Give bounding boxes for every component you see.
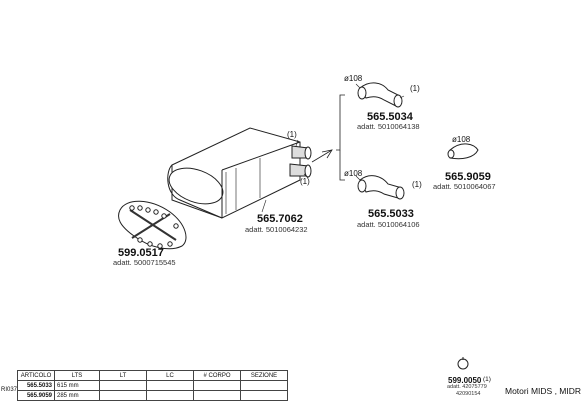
header-sezione: SEZIONE <box>240 370 288 381</box>
header-lts: LTS <box>54 370 100 381</box>
small-pipe-diameter: ø108 <box>452 135 471 144</box>
clamp-code[interactable]: 599.0517 <box>118 247 164 259</box>
clamp-adatt: adatt. 5000715545 <box>113 258 176 267</box>
main-note-top: (1) <box>287 130 297 139</box>
table-header-row: ARTICOLO LTS LT LC # CORPO SEZIONE <box>17 370 288 381</box>
small-pipe-drawing <box>447 143 479 160</box>
header-corpo: # CORPO <box>193 370 241 381</box>
clamp-drawing <box>118 200 187 250</box>
row-articolo: 565.9059 <box>17 390 55 401</box>
row-lts: 285 mm <box>54 390 100 401</box>
ring-adatt-2: 42090154 <box>456 391 481 397</box>
top-pipe-note: (1) <box>410 84 420 93</box>
header-articolo: ARTICOLO <box>17 370 55 381</box>
row-sezione <box>240 390 288 401</box>
motori-label: Motori MIDS , MIDR <box>505 386 582 396</box>
row-lt <box>99 390 147 401</box>
connection-arrow <box>311 94 345 181</box>
header-lc: LC <box>146 370 194 381</box>
table-row[interactable]: 565.9059 285 mm <box>17 390 288 401</box>
bottom-pipe-adatt: adatt. 5010064106 <box>357 220 420 229</box>
table-row[interactable]: 565.5033 615 mm <box>17 380 288 391</box>
main-note-bottom: (1) <box>300 177 310 186</box>
row-sezione <box>240 380 288 391</box>
side-code: RI037 <box>1 387 18 393</box>
row-lt <box>99 380 147 391</box>
top-pipe-diameter: ø108 <box>344 74 363 83</box>
small-pipe-code[interactable]: 565.9059 <box>445 171 491 183</box>
row-corpo <box>193 390 241 401</box>
top-pipe-adatt: adatt. 5010064138 <box>357 122 420 131</box>
ring-code[interactable]: 599.0050 <box>448 376 482 385</box>
row-articolo: 565.5033 <box>17 380 55 391</box>
header-lt: LT <box>99 370 147 381</box>
bottom-pipe-drawing <box>355 175 405 200</box>
muffler-drawing <box>167 127 312 219</box>
row-lc <box>146 390 194 401</box>
ring-drawing <box>457 357 469 370</box>
row-lts: 615 mm <box>54 380 100 391</box>
top-pipe-drawing <box>355 82 405 108</box>
ring-adatt-1: adatt. 42075779 <box>447 384 487 390</box>
bottom-pipe-code[interactable]: 565.5033 <box>368 208 414 220</box>
main-muffler-code[interactable]: 565.7062 <box>257 213 303 225</box>
row-corpo <box>193 380 241 391</box>
bottom-pipe-diameter: ø108 <box>344 169 363 178</box>
bottom-pipe-note: (1) <box>412 180 422 189</box>
main-muffler-adatt: adatt. 5010064232 <box>245 225 308 234</box>
top-pipe-code[interactable]: 565.5034 <box>367 111 413 123</box>
row-lc <box>146 380 194 391</box>
ring-note: (1) <box>483 376 491 383</box>
parts-table: ARTICOLO LTS LT LC # CORPO SEZIONE 565.5… <box>17 370 288 401</box>
small-pipe-adatt: adatt. 5010064067 <box>433 182 496 191</box>
